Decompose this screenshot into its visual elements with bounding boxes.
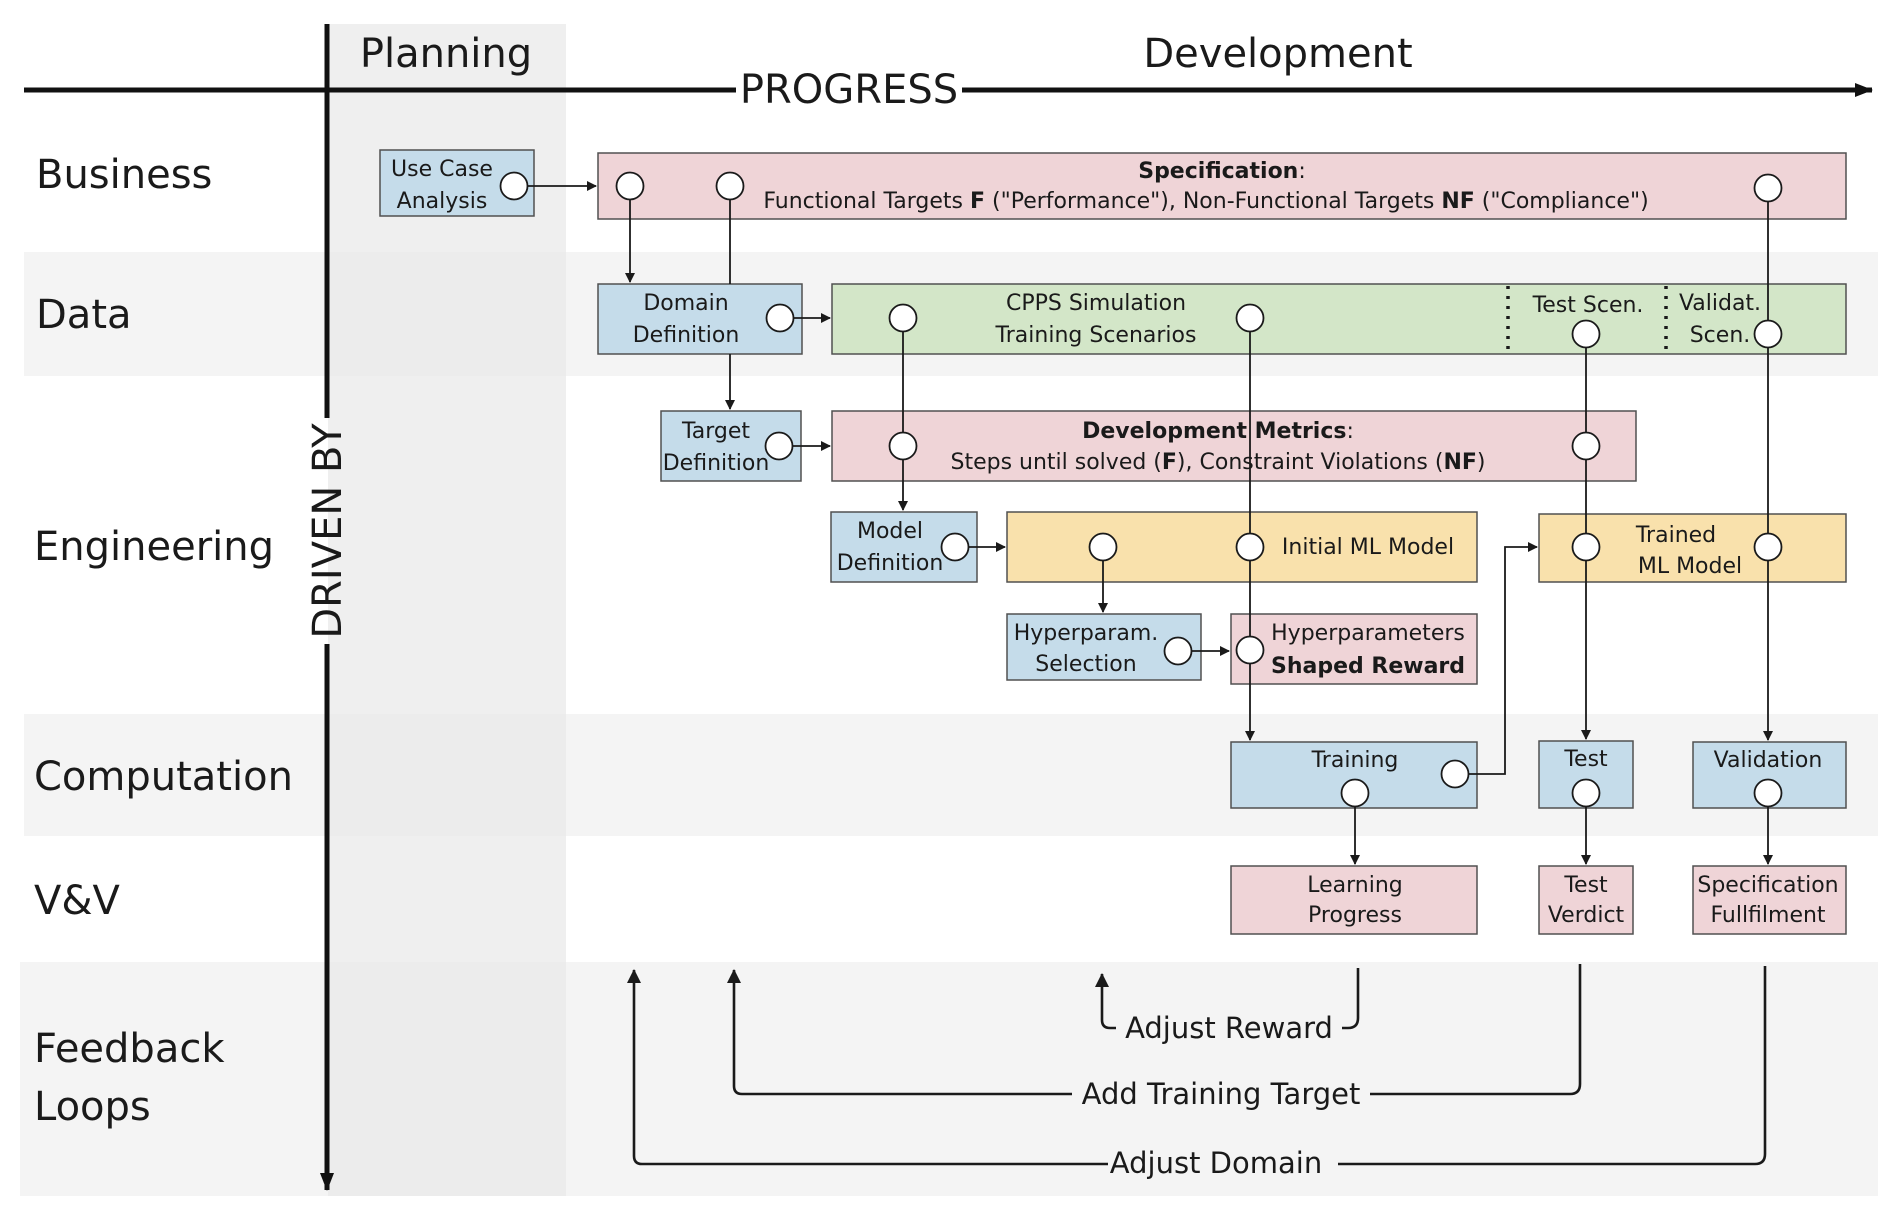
- svg-text:Use Case: Use Case: [391, 157, 493, 182]
- svg-text:Model: Model: [857, 519, 923, 544]
- svg-text:Test: Test: [1563, 873, 1608, 898]
- svg-text:Validation: Validation: [1714, 748, 1823, 773]
- svg-text:Domain: Domain: [643, 291, 728, 316]
- svg-text:Development Metrics:: Development Metrics:: [1082, 419, 1354, 444]
- development-metrics-box: Development Metrics: Steps until solved …: [831, 410, 1637, 482]
- svg-text:Specification: Specification: [1697, 873, 1838, 898]
- feedback-loop-add-training-target: Add Training Target: [727, 964, 1582, 1111]
- validation-scenarios-label: Validat.: [1679, 291, 1761, 316]
- lane-business: Business: [36, 152, 212, 198]
- test-box: Test: [1538, 740, 1634, 809]
- svg-text:ML Model: ML Model: [1638, 554, 1742, 579]
- lane-loops: Loops: [34, 1084, 151, 1130]
- progress-label: PROGRESS: [740, 67, 958, 113]
- svg-text:Steps until solved (F), Constr: Steps until solved (F), Constraint Viola…: [950, 450, 1485, 475]
- planning-header: Planning: [360, 31, 532, 77]
- hyperparam-selection-box: Hyperparam. Selection: [1006, 613, 1202, 681]
- connectors: [527, 181, 1773, 865]
- svg-text:Trained: Trained: [1635, 523, 1716, 548]
- svg-text:Verdict: Verdict: [1548, 903, 1625, 928]
- svg-text:Test: Test: [1563, 747, 1608, 772]
- svg-text:Fullfilment: Fullfilment: [1710, 903, 1825, 928]
- svg-text:Definition: Definition: [837, 551, 944, 576]
- svg-text:Hyperparameters: Hyperparameters: [1271, 621, 1465, 646]
- lane-computation: Computation: [34, 754, 293, 800]
- svg-text:Specification:: Specification:: [1138, 159, 1306, 184]
- svg-text:Training: Training: [1311, 748, 1399, 773]
- band-feedback: [20, 962, 1878, 1196]
- adjust-reward-label: Adjust Reward: [1125, 1011, 1333, 1045]
- development-header: Development: [1143, 31, 1412, 77]
- svg-text:Scen.: Scen.: [1690, 323, 1751, 348]
- svg-text:Shaped Reward: Shaped Reward: [1271, 654, 1465, 679]
- test-verdict-box: Test Verdict: [1538, 865, 1634, 935]
- svg-text:Definition: Definition: [663, 451, 770, 476]
- specification-box: Specification: Functional Targets F ("Pe…: [597, 152, 1847, 220]
- add-training-target-label: Add Training Target: [1082, 1077, 1361, 1111]
- lane-engineering: Engineering: [34, 524, 274, 570]
- hyperparameters-box: Hyperparameters Shaped Reward: [1230, 613, 1478, 685]
- svg-text:CPPS Simulation: CPPS Simulation: [1006, 291, 1186, 316]
- specification-fulfilment-box: Specification Fullfilment: [1692, 865, 1847, 935]
- svg-text:Initial ML Model: Initial ML Model: [1282, 535, 1454, 560]
- feedback-loop-adjust-domain: Adjust Domain: [627, 966, 1767, 1180]
- svg-text:Functional Targets F ("Perform: Functional Targets F ("Performance"), No…: [763, 189, 1648, 214]
- lane-vv: V&V: [34, 878, 121, 924]
- trained-ml-model-box: Trained ML Model: [1538, 513, 1847, 583]
- svg-text:Progress: Progress: [1308, 903, 1402, 928]
- lane-feedback: Feedback: [34, 1026, 225, 1072]
- svg-text:Training Scenarios: Training Scenarios: [995, 323, 1197, 348]
- feedback-loop-adjust-reward: Adjust Reward: [1095, 968, 1360, 1045]
- learning-progress-box: Learning Progress: [1230, 865, 1478, 935]
- adjust-domain-label: Adjust Domain: [1110, 1146, 1322, 1180]
- driven-by-label: DRIVEN BY: [305, 423, 351, 639]
- svg-text:Selection: Selection: [1035, 652, 1136, 677]
- svg-text:Learning: Learning: [1307, 873, 1403, 898]
- test-scenarios-label: Test Scen.: [1532, 293, 1644, 318]
- svg-text:Analysis: Analysis: [397, 189, 488, 214]
- connector-ports: [499, 171, 1783, 808]
- svg-text:Hyperparam.: Hyperparam.: [1014, 621, 1159, 646]
- cpps-simulation-box: CPPS Simulation Training Scenarios Test …: [831, 283, 1847, 355]
- lane-data: Data: [36, 292, 132, 338]
- svg-text:Definition: Definition: [633, 323, 740, 348]
- svg-text:Target: Target: [681, 419, 750, 444]
